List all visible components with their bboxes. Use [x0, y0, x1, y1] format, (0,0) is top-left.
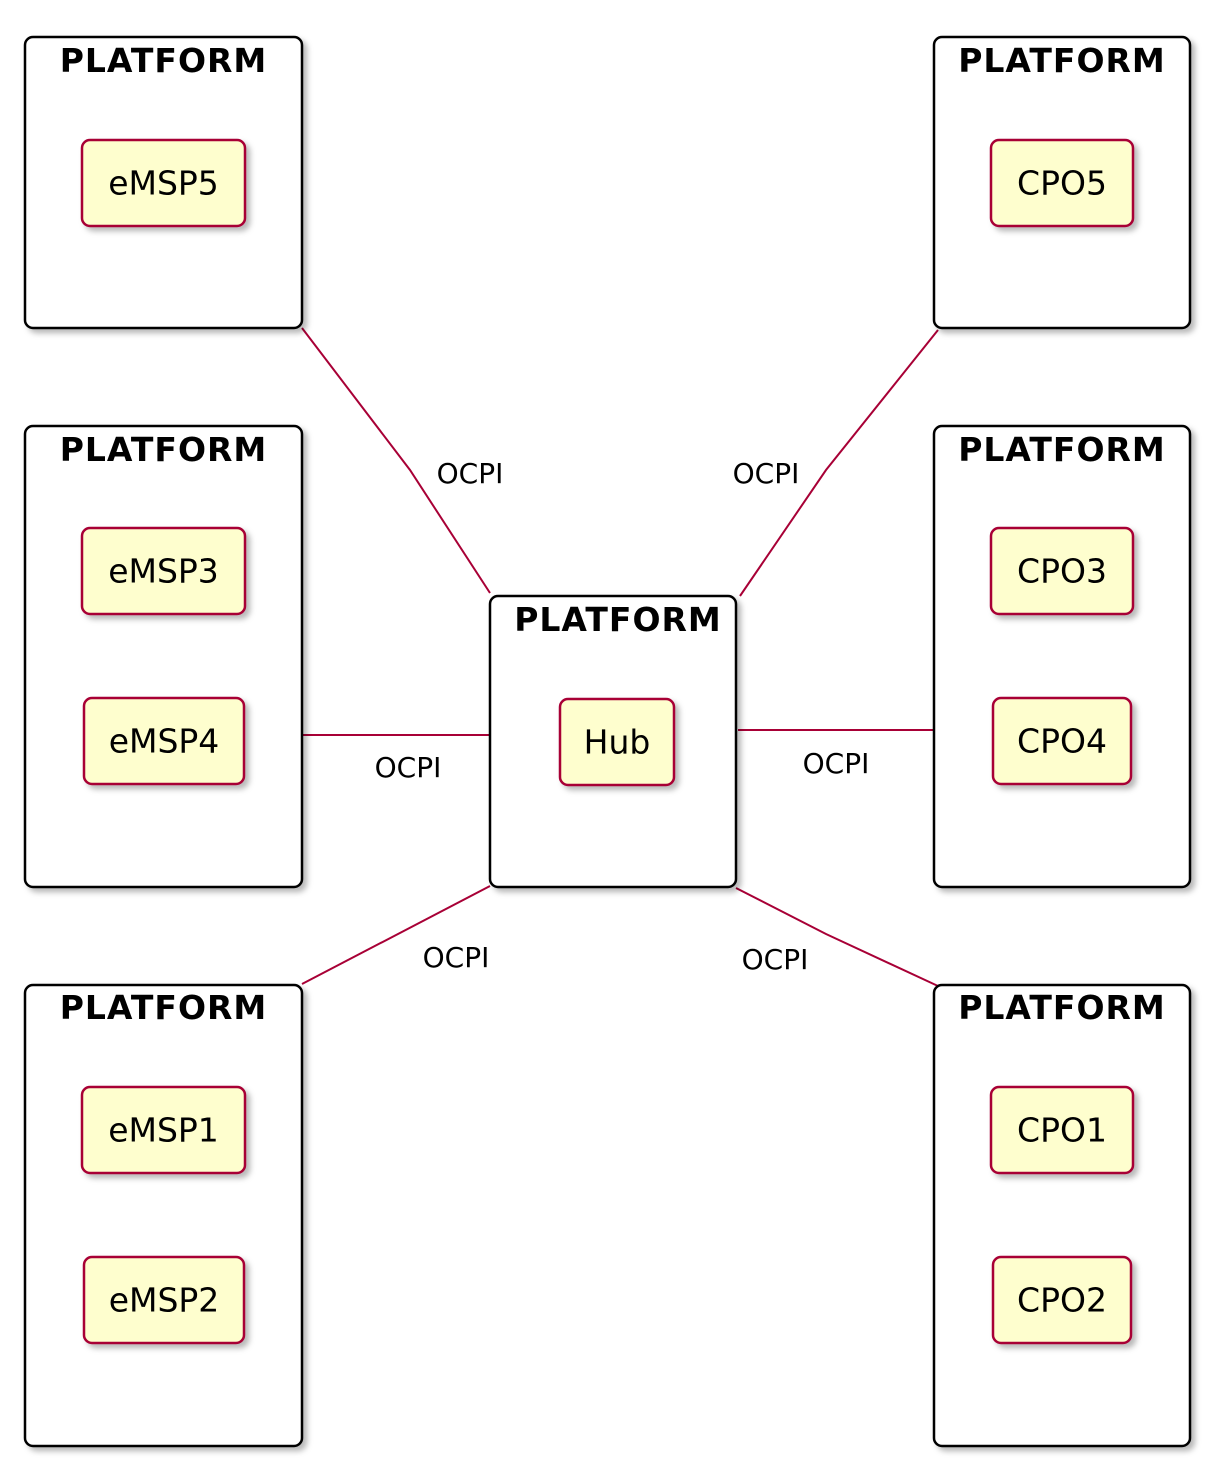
edges-layer: OCPI OCPI OCPI OCPI OCPI OCPI — [301, 327, 939, 987]
platform-cpo3-cpo4: PLATFORM CPO3 CPO4 — [932, 424, 1192, 889]
node-cpo4: CPO4 — [991, 696, 1133, 786]
platform-title: PLATFORM — [60, 988, 268, 1027]
edge-cpo5-hub — [739, 329, 939, 597]
platform-title: PLATFORM — [958, 988, 1166, 1027]
node-label: CPO3 — [1017, 552, 1107, 591]
platform-cpo5: PLATFORM CPO5 — [932, 35, 1192, 330]
node-emsp4: eMSP4 — [82, 696, 246, 786]
edge-label-cpo12-hub: OCPI — [742, 943, 809, 976]
node-label: CPO2 — [1017, 1281, 1107, 1320]
edge-emsp12-hub — [301, 885, 491, 985]
edge-label-cpo34-hub: OCPI — [803, 747, 870, 780]
platform-title: PLATFORM — [958, 430, 1166, 469]
edge-label-cpo5-hub: OCPI — [733, 457, 800, 490]
platform-title: PLATFORM — [514, 600, 722, 639]
platform-cpo1-cpo2: PLATFORM CPO1 CPO2 — [932, 983, 1192, 1448]
node-label: CPO4 — [1017, 722, 1107, 761]
platform-emsp1-emsp2: PLATFORM eMSP1 eMSP2 — [23, 983, 304, 1448]
node-emsp2: eMSP2 — [82, 1255, 246, 1345]
edge-label-emsp12-hub: OCPI — [423, 941, 490, 974]
platform-emsp3-emsp4: PLATFORM eMSP3 eMSP4 — [23, 424, 304, 889]
node-cpo1: CPO1 — [989, 1085, 1135, 1175]
node-label: CPO1 — [1017, 1111, 1107, 1150]
platform-emsp5: PLATFORM eMSP5 — [23, 35, 304, 330]
edge-emsp5-hub — [301, 327, 491, 594]
node-emsp1: eMSP1 — [80, 1085, 247, 1175]
node-hub: Hub — [558, 697, 676, 787]
node-label: CPO5 — [1017, 164, 1107, 203]
platform-title: PLATFORM — [958, 41, 1166, 80]
node-label: eMSP2 — [109, 1281, 220, 1320]
edge-label-emsp5-hub: OCPI — [437, 457, 504, 490]
platform-title: PLATFORM — [60, 430, 268, 469]
node-label: Hub — [584, 723, 651, 762]
platform-hub: PLATFORM Hub — [488, 594, 738, 889]
node-cpo3: CPO3 — [989, 526, 1135, 616]
node-cpo5: CPO5 — [989, 138, 1135, 228]
platform-title: PLATFORM — [60, 41, 268, 80]
edge-label-emsp34-hub: OCPI — [375, 751, 442, 784]
node-label: eMSP5 — [108, 164, 219, 203]
node-cpo2: CPO2 — [991, 1255, 1133, 1345]
node-label: eMSP4 — [109, 722, 220, 761]
node-emsp5: eMSP5 — [80, 138, 247, 228]
node-label: eMSP1 — [108, 1111, 219, 1150]
node-label: eMSP3 — [108, 552, 219, 591]
node-emsp3: eMSP3 — [80, 526, 247, 616]
edge-cpo12-hub — [735, 887, 939, 987]
